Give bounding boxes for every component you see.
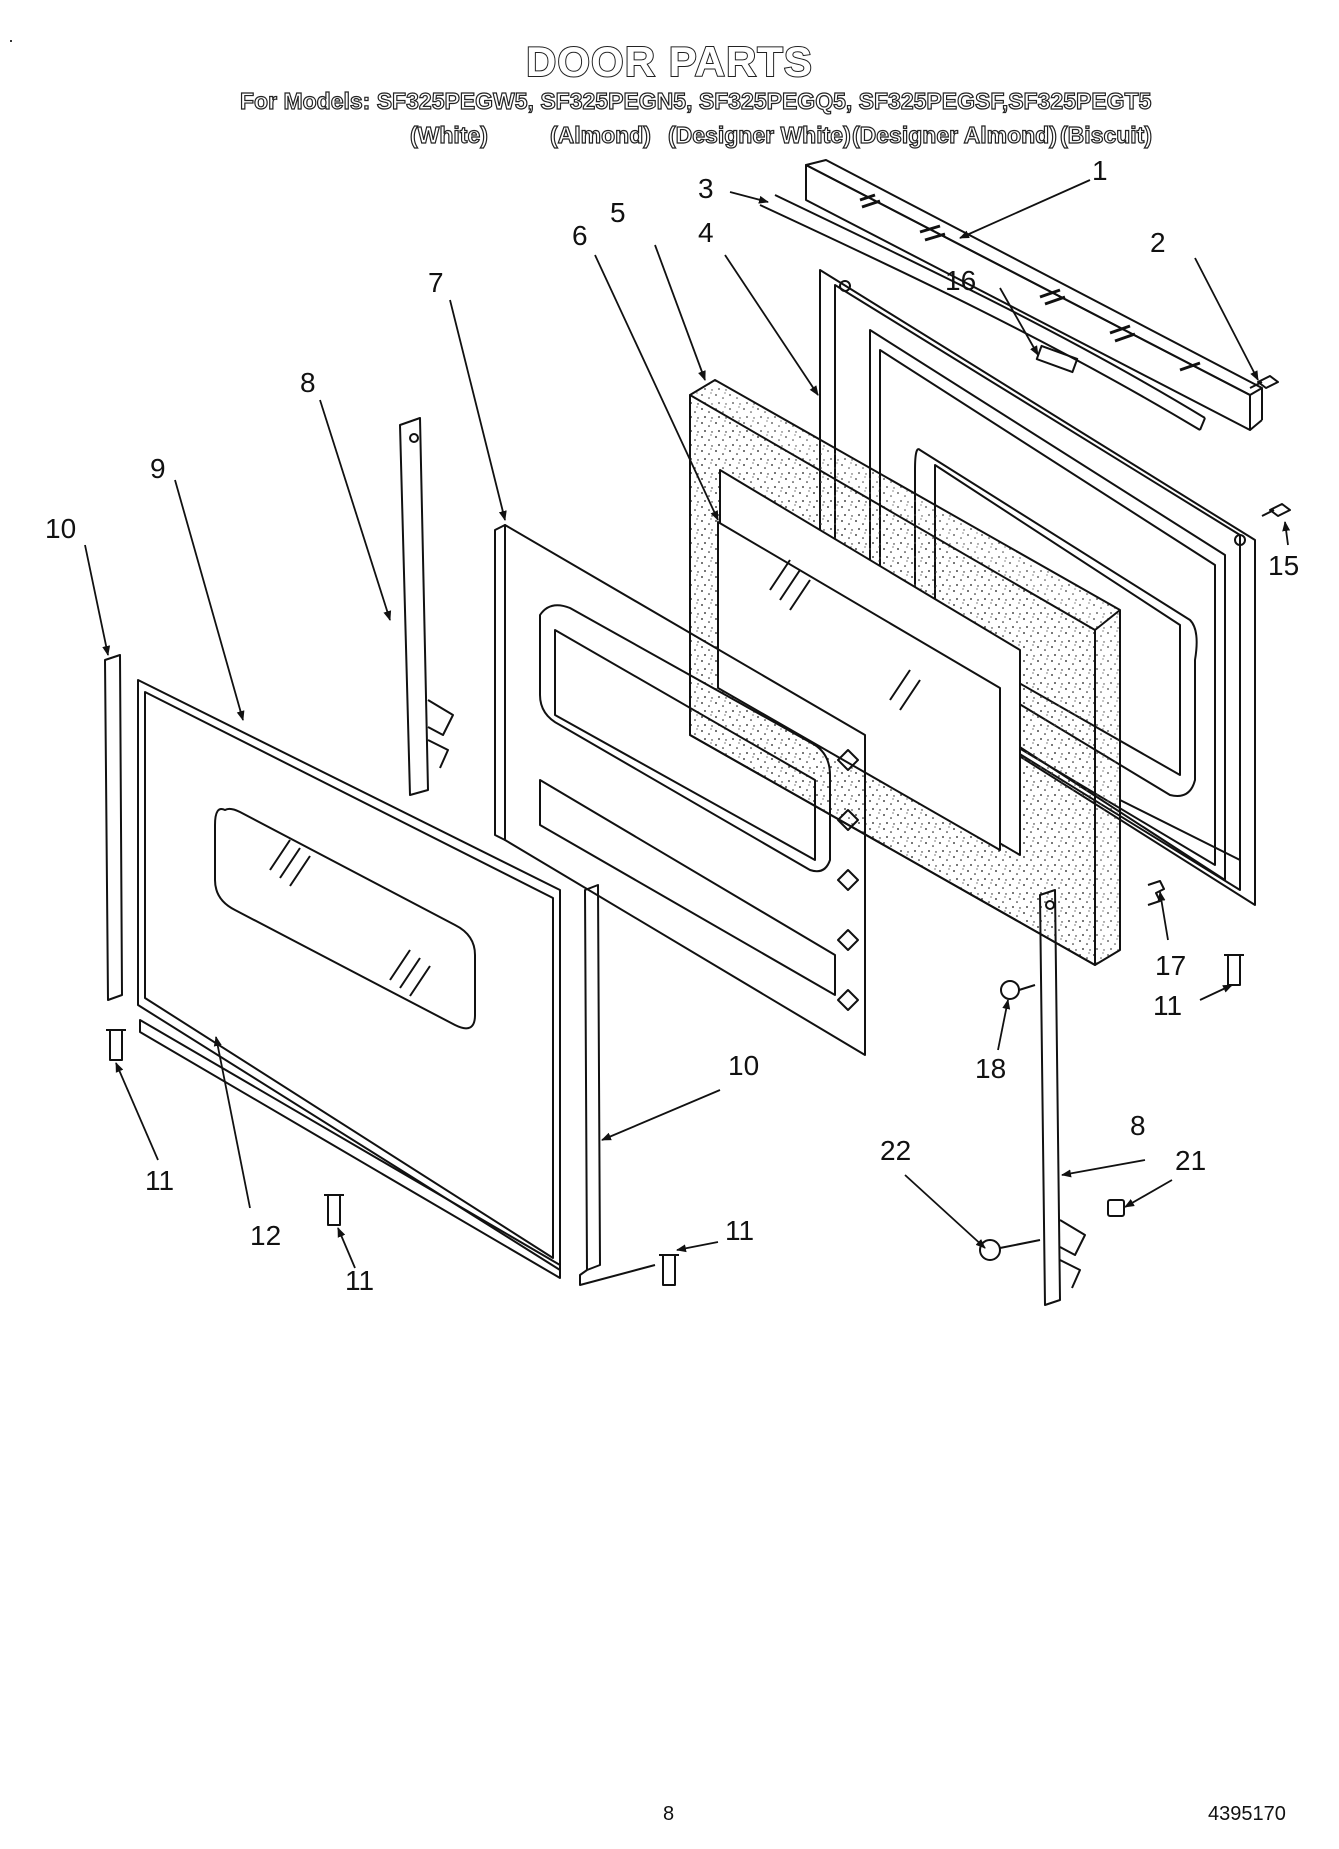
callout-9: 9 — [150, 453, 166, 484]
callout-11-right: 11 — [1153, 990, 1182, 1021]
part-12-bottom-trim — [139, 1019, 561, 1279]
doc-number: 4395170 — [1208, 1803, 1286, 1825]
color-biscuit: (Biscuit) — [1059, 121, 1152, 148]
callout-1: 1 — [1092, 155, 1108, 186]
part-3-trim-strip — [759, 194, 1206, 431]
clip-icon-21 — [1107, 1199, 1125, 1217]
callout-21: 21 — [1175, 1145, 1206, 1176]
part-10-side-trim-right — [584, 884, 601, 1271]
callout-11-bottom: 11 — [725, 1215, 754, 1246]
screw-icon-2 — [1249, 375, 1279, 389]
part-7-door-frame — [494, 524, 866, 1056]
callout-11-left: 11 — [145, 1165, 174, 1196]
part-9-outer-door-panel — [137, 679, 561, 1271]
callout-11-center: 11 — [345, 1265, 374, 1296]
callout-7: 7 — [428, 267, 444, 298]
callout-8-right: 8 — [1130, 1110, 1146, 1141]
callout-17: 17 — [1155, 950, 1186, 981]
callout-22: 22 — [880, 1135, 911, 1166]
part-1-vent-trim — [805, 159, 1263, 431]
screw-icon-11-bottom — [659, 1254, 679, 1286]
callout-16: 16 — [945, 265, 976, 296]
part-8-hinge-right — [1039, 889, 1086, 1306]
callout-6: 6 — [572, 220, 588, 251]
screw-icon-18 — [1000, 980, 1036, 1000]
callout-10-left: 10 — [45, 513, 76, 544]
screw-icon-11-center — [324, 1194, 344, 1226]
screw-icon-15 — [1261, 503, 1291, 517]
callout-2: 2 — [1150, 227, 1166, 258]
trim-foot — [579, 1264, 656, 1286]
screw-icon-11-left — [106, 1029, 126, 1061]
color-designer-white: (Designer White) — [667, 121, 851, 148]
callout-10-right: 10 — [728, 1050, 759, 1081]
color-white: (White) — [409, 121, 488, 148]
page-number: 8 — [663, 1803, 675, 1825]
screw-icon-11-right — [1224, 954, 1244, 986]
screw-icon-22 — [979, 1239, 1041, 1261]
part-6-inner-glass — [717, 521, 1001, 851]
callout-4: 4 — [698, 217, 714, 248]
leader-lines — [84, 179, 1291, 1269]
callout-5: 5 — [610, 197, 626, 228]
models-line: For Models: SF325PEGW5, SF325PEGN5, SF32… — [239, 87, 1152, 114]
corner-dot: · — [8, 30, 14, 50]
callout-8-left: 8 — [300, 367, 316, 398]
clip-icon-17 — [1147, 880, 1165, 906]
color-designer-almond: (Designer Almond) — [851, 121, 1057, 148]
part-16-label-plate — [1035, 344, 1079, 374]
part-8-hinge-left — [399, 417, 454, 796]
color-almond: (Almond) — [549, 121, 651, 148]
part-10-side-trim-left — [104, 654, 123, 1001]
callout-12: 12 — [250, 1220, 281, 1251]
callout-15: 15 — [1268, 550, 1299, 581]
callout-3: 3 — [698, 173, 714, 204]
callout-18: 18 — [975, 1053, 1006, 1084]
page-title: DOOR PARTS — [525, 37, 813, 86]
